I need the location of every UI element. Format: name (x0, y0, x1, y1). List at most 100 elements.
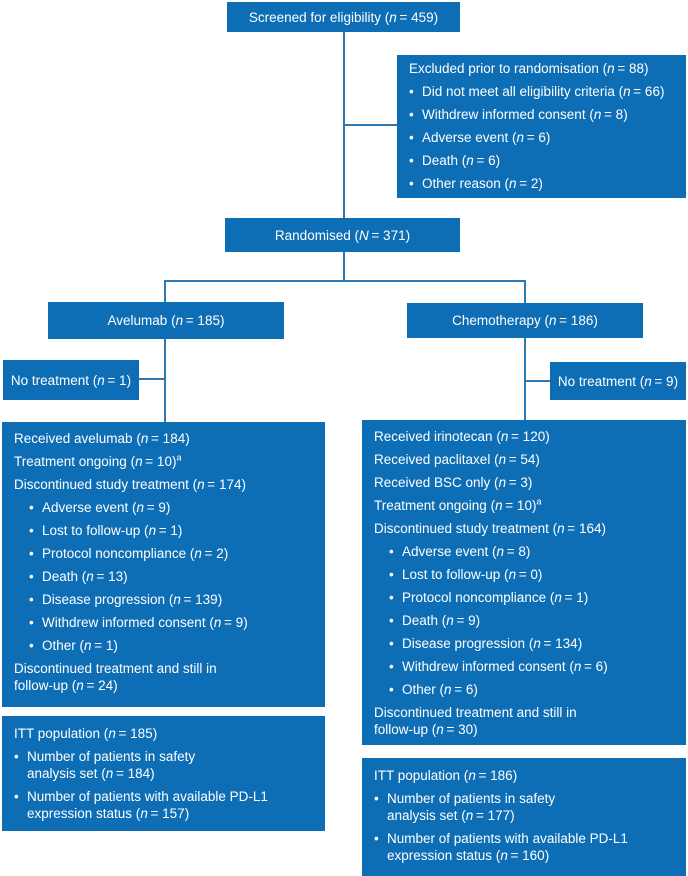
stat-line: Chemotherapy (n = 186) (452, 312, 598, 329)
bullet-icon: • (29, 523, 34, 538)
stat-line: Excluded prior to randomisation (n = 88) (409, 60, 674, 77)
stat-line: Received BSC only (n = 3) (374, 474, 674, 491)
bullet-icon: • (374, 831, 379, 846)
stat-text: Adverse event (n = 8) (402, 544, 531, 559)
stat-line: Discontinued study treatment (n = 174) (14, 476, 313, 493)
stat-text: Chemotherapy (n = 186) (452, 313, 598, 328)
bullet-icon: • (29, 592, 34, 607)
bullet-icon: • (409, 130, 414, 145)
connector-line (164, 339, 166, 422)
avelumab-detail-box: Received avelumab (n = 184) Treatment ong… (2, 422, 325, 707)
connector-line (343, 252, 345, 280)
stat-line: • Lost to follow-up (n = 1) (29, 522, 313, 539)
stat-line: •Death (n = 9) (389, 612, 674, 629)
screened-box: Screened for eligibility (n = 459) (227, 2, 460, 32)
stat-text: Received BSC only (n = 3) (374, 475, 533, 490)
stat-line: Screened for eligibility (n = 459) (249, 9, 438, 26)
chemotherapy-arm-box: Chemotherapy (n = 186) (407, 303, 643, 338)
avelumab-arm-box: Avelumab (n = 185) (48, 302, 284, 339)
stat-text: Lost to follow-up (n = 0) (402, 567, 543, 582)
stat-line: •Disease progression (n = 134) (389, 635, 674, 652)
excluded-box: Excluded prior to randomisation (n = 88)… (397, 55, 686, 198)
stat-line: Discontinued study treatment (n = 164) (374, 520, 674, 537)
no-treatment-left-box: No treatment (n = 1) (3, 360, 139, 400)
stat-line: •Number of patients in safety analysis s… (374, 790, 674, 824)
stat-line: • Other reason (n = 2) (409, 175, 674, 192)
stat-text: Treatment ongoing (n = 10)a (14, 452, 182, 469)
stat-text: Withdrew informed consent (n = 9) (42, 615, 248, 630)
stat-text: Received irinotecan (n = 120) (374, 429, 550, 444)
bullet-icon: • (409, 153, 414, 168)
stat-line: • Protocol noncompliance (n = 1) (389, 589, 674, 606)
stat-line: Treatment ongoing (n = 10)a (14, 453, 313, 470)
stat-text: Number of patients with available PD-L1 … (387, 831, 628, 863)
stat-line: • Number of patients with available PD-L1… (374, 830, 674, 864)
stat-line: Discontinued treatment and still in foll… (374, 704, 674, 738)
stat-text: ITT population (n = 185) (14, 726, 158, 741)
bullet-icon: • (389, 590, 394, 605)
stat-text: Adverse event (n = 6) (422, 130, 551, 145)
stat-line: •Number of patients in safety analysis s… (14, 748, 313, 782)
stat-line: Received paclitaxel (n = 54) (374, 451, 674, 468)
stat-line: Received avelumab (n = 184) (14, 430, 313, 447)
bullet-icon: • (409, 84, 414, 99)
stat-line: No treatment (n = 9) (558, 373, 678, 390)
stat-text: Discontinued treatment and still in foll… (374, 705, 577, 737)
stat-text: Other (n = 6) (402, 682, 478, 697)
stat-line: Avelumab (n = 185) (108, 312, 225, 329)
bullet-icon: • (29, 569, 34, 584)
connector-line (524, 338, 526, 420)
bullet-icon: • (409, 176, 414, 191)
stat-line: • Number of patients with available PD-L1… (14, 788, 313, 822)
stat-text: Protocol noncompliance (n = 1) (402, 590, 589, 605)
bullet-icon: • (374, 791, 379, 806)
stat-text: No treatment (n = 1) (10, 372, 132, 388)
stat-line: •Withdrew informed consent (n = 6) (389, 658, 674, 675)
connector-line (344, 124, 397, 126)
stat-line: Received irinotecan (n = 120) (374, 428, 674, 445)
stat-line: •Death (n = 6) (409, 152, 674, 169)
stat-text: Discontinued study treatment (n = 174) (14, 477, 246, 492)
stat-text: ITT population (n = 186) (374, 768, 518, 783)
randomised-box: Randomised (N = 371) (225, 218, 460, 252)
stat-text: Excluded prior to randomisation (n = 88) (409, 61, 649, 76)
connector-line (524, 280, 526, 303)
stat-text: Other (n = 1) (42, 638, 118, 653)
bullet-icon: • (14, 789, 19, 804)
no-treatment-right-box: No treatment (n = 9) (550, 362, 686, 400)
stat-line: Discontinued treatment and still in foll… (14, 660, 313, 694)
bullet-icon: • (29, 500, 34, 515)
bullet-icon: • (389, 636, 394, 651)
stat-text: Withdrew informed consent (n = 8) (422, 107, 628, 122)
stat-text: No treatment (n = 9) (557, 373, 679, 389)
stat-text: Avelumab (n = 185) (107, 313, 225, 328)
stat-text: Received paclitaxel (n = 54) (374, 452, 540, 467)
stat-text: Randomised (N = 371) (274, 227, 411, 243)
stat-text: Disease progression (n = 139) (42, 592, 223, 607)
stat-line: • Lost to follow-up (n = 0) (389, 566, 674, 583)
stat-text: Discontinued treatment and still in foll… (14, 661, 217, 693)
stat-line: ITT population (n = 185) (14, 725, 313, 742)
stat-text: Number of patients with available PD-L1 … (27, 789, 268, 821)
stat-line: • Adverse event (n = 6) (409, 129, 674, 146)
stat-line: Treatment ongoing (n = 10)a (374, 497, 674, 514)
stat-text: Discontinued study treatment (n = 164) (374, 521, 606, 536)
bullet-icon: • (29, 546, 34, 561)
stat-text: Other reason (n = 2) (422, 176, 543, 191)
bullet-icon: • (389, 544, 394, 559)
bullet-icon: • (389, 567, 394, 582)
stat-line: • Disease progression (n = 139) (29, 591, 313, 608)
bullet-icon: • (29, 615, 34, 630)
bullet-icon: • (409, 107, 414, 122)
stat-text: Lost to follow-up (n = 1) (42, 523, 183, 538)
stat-line: • Adverse event (n = 8) (389, 543, 674, 560)
bullet-icon: • (29, 638, 34, 653)
stat-text: Received avelumab (n = 184) (14, 431, 190, 446)
stat-line: • Withdrew informed consent (n = 8) (409, 106, 674, 123)
stat-line: •Adverse event (n = 9) (29, 499, 313, 516)
chemotherapy-detail-box: Received irinotecan (n = 120) Received pa… (362, 420, 686, 745)
stat-line: ITT population (n = 186) (374, 767, 674, 784)
bullet-icon: • (14, 749, 19, 764)
stat-text: Withdrew informed consent (n = 6) (402, 659, 608, 674)
